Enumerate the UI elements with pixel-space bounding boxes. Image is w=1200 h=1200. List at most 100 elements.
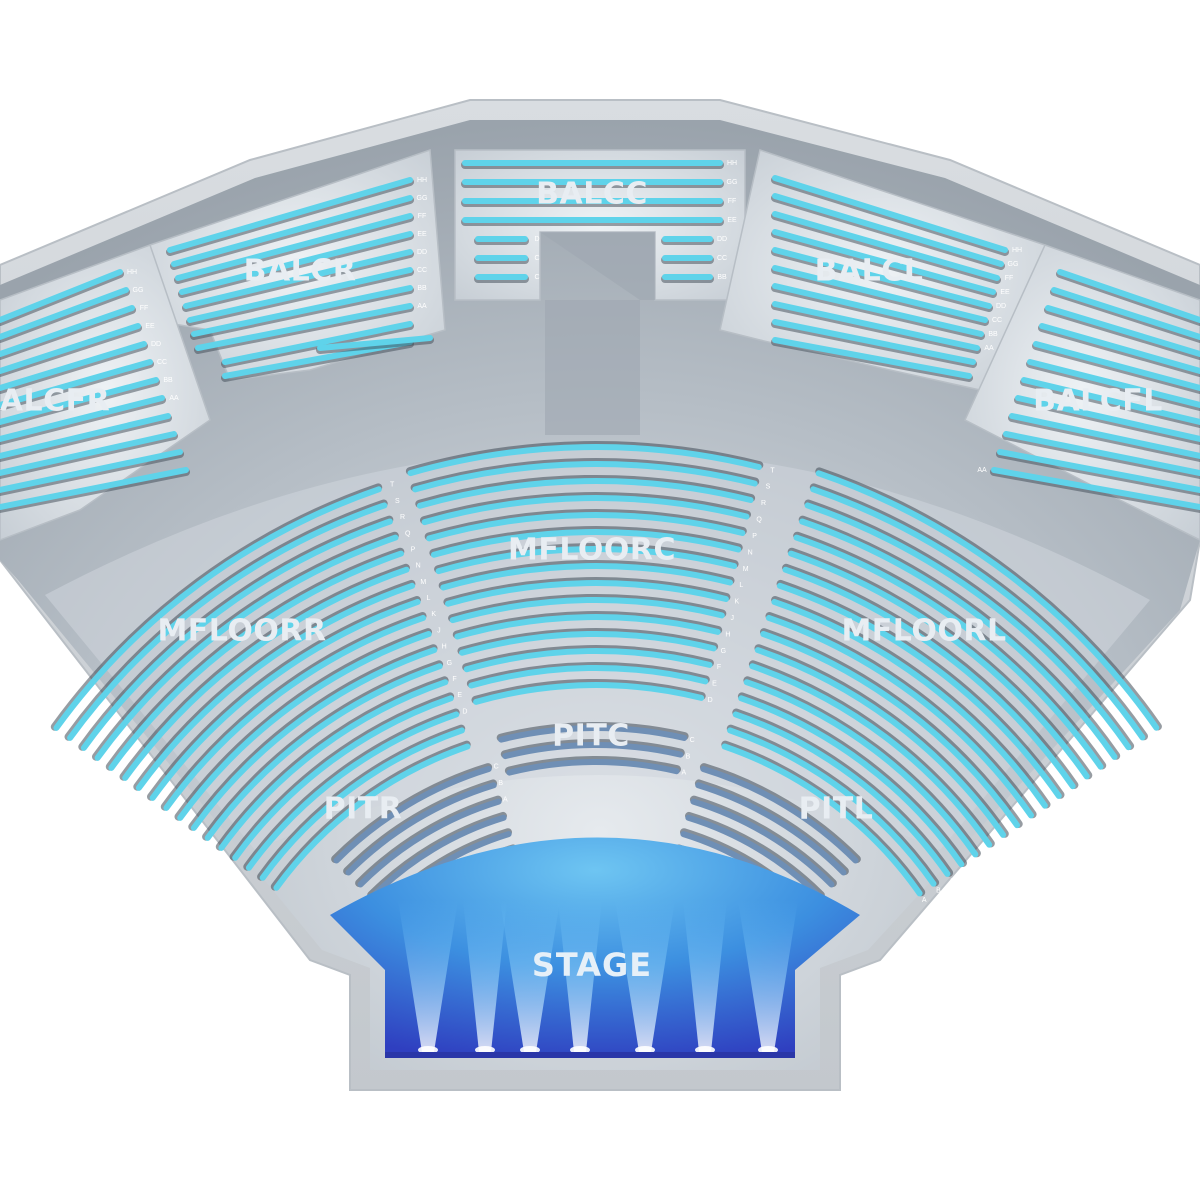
seat-row[interactable] (506, 759, 680, 776)
section-balcfl[interactable]: AA (977, 269, 1200, 513)
seat-row[interactable] (700, 766, 859, 864)
stage-label[interactable]: STAGE (532, 946, 652, 984)
seat-row[interactable] (1033, 341, 1200, 391)
section-label-balcl[interactable]: BALCL (815, 254, 924, 289)
seat-row[interactable] (721, 743, 923, 897)
seat-row[interactable] (782, 566, 1076, 790)
seat-row[interactable] (345, 782, 497, 876)
seat-row[interactable] (0, 323, 141, 374)
seat-row[interactable] (1021, 377, 1200, 425)
seat-row[interactable] (183, 249, 413, 309)
seat-row[interactable] (454, 613, 721, 640)
seat-row[interactable] (0, 395, 165, 442)
seat-row[interactable] (727, 727, 937, 887)
section-label-balcfl[interactable]: BALCFL (1033, 384, 1163, 419)
seat-row[interactable] (772, 175, 1008, 253)
seat-row[interactable] (991, 467, 1200, 510)
seat-row[interactable] (0, 377, 159, 425)
seat-row[interactable] (1039, 323, 1200, 374)
seat-row[interactable] (749, 663, 993, 848)
section-label-balcfr[interactable]: ALCFR (0, 384, 110, 419)
seat-row[interactable] (760, 631, 1020, 829)
seat-row[interactable] (788, 550, 1090, 780)
seat-row[interactable] (412, 461, 758, 493)
seat-row[interactable] (1003, 431, 1200, 476)
section-label-pitc[interactable]: PITC (552, 719, 630, 754)
seat-row[interactable] (273, 743, 471, 891)
seat-row[interactable] (0, 413, 171, 459)
seat-row[interactable] (0, 269, 123, 323)
seat-row[interactable] (772, 337, 972, 379)
seat-row[interactable] (776, 582, 1062, 799)
seat-row[interactable] (685, 814, 823, 900)
section-label-mfloorr[interactable]: MFLOORR (157, 614, 326, 649)
seat-row[interactable] (179, 231, 413, 295)
seat-row[interactable] (369, 814, 507, 900)
seat-row[interactable] (815, 470, 1160, 731)
seat-row[interactable] (430, 529, 742, 558)
seat-row[interactable] (754, 647, 1007, 838)
seat-row[interactable] (732, 711, 951, 877)
seat-row[interactable] (177, 631, 432, 821)
seat-row[interactable] (0, 341, 147, 391)
seat-row[interactable] (0, 287, 129, 340)
seat-row[interactable] (459, 631, 717, 656)
seat-row[interactable] (772, 211, 1000, 281)
seat-row[interactable] (810, 486, 1146, 741)
seat-row[interactable] (1057, 269, 1200, 323)
seat-row[interactable] (743, 679, 979, 858)
seat-row[interactable] (187, 267, 413, 323)
seat-row[interactable] (53, 486, 382, 731)
seat-row[interactable] (445, 580, 729, 607)
seat-row[interactable] (67, 502, 388, 741)
seat-row[interactable] (772, 283, 984, 337)
seat-row[interactable] (0, 305, 135, 357)
seat-row[interactable] (765, 614, 1034, 819)
seat-row[interactable] (195, 303, 413, 351)
seat-row[interactable] (421, 495, 750, 526)
seat-row[interactable] (0, 467, 189, 510)
seat-row[interactable] (772, 247, 992, 309)
seat-row[interactable] (449, 596, 725, 624)
seat-row[interactable] (690, 798, 835, 888)
seat-row[interactable] (80, 518, 393, 751)
seat-row[interactable] (218, 679, 449, 851)
seat-row[interactable] (793, 534, 1104, 770)
seat-row[interactable] (1027, 359, 1200, 408)
seat-row[interactable] (440, 563, 733, 591)
seat-row[interactable] (463, 648, 713, 673)
seat-row[interactable] (772, 229, 996, 295)
seat-row[interactable] (357, 798, 502, 888)
seat-row[interactable] (108, 550, 404, 771)
seat-row[interactable] (222, 321, 413, 365)
section-label-balcr[interactable]: BALCR (244, 254, 357, 289)
seat-row[interactable] (317, 335, 433, 351)
seat-row[interactable] (473, 682, 705, 705)
seat-row[interactable] (1051, 287, 1200, 340)
seat-row[interactable] (1015, 395, 1200, 442)
seat-row[interactable] (804, 502, 1132, 751)
seat-row[interactable] (738, 695, 965, 868)
seat-row[interactable] (190, 647, 438, 831)
seat-row[interactable] (94, 534, 399, 761)
seat-row[interactable] (232, 695, 454, 861)
seat-row[interactable] (175, 213, 413, 281)
seat-row[interactable] (1045, 305, 1200, 357)
seat-row[interactable] (772, 301, 980, 351)
seat-row[interactable] (502, 742, 684, 760)
section-label-mfloorc[interactable]: MFLOORC (508, 533, 676, 568)
section-label-pitr[interactable]: PITR (324, 792, 403, 827)
seat-row[interactable] (171, 195, 413, 267)
seat-row[interactable] (191, 285, 413, 337)
seat-row[interactable] (0, 431, 177, 476)
seat-row[interactable] (772, 193, 1004, 267)
seat-row[interactable] (695, 782, 847, 876)
seat-row[interactable] (771, 598, 1048, 809)
seat-row[interactable] (416, 478, 754, 509)
